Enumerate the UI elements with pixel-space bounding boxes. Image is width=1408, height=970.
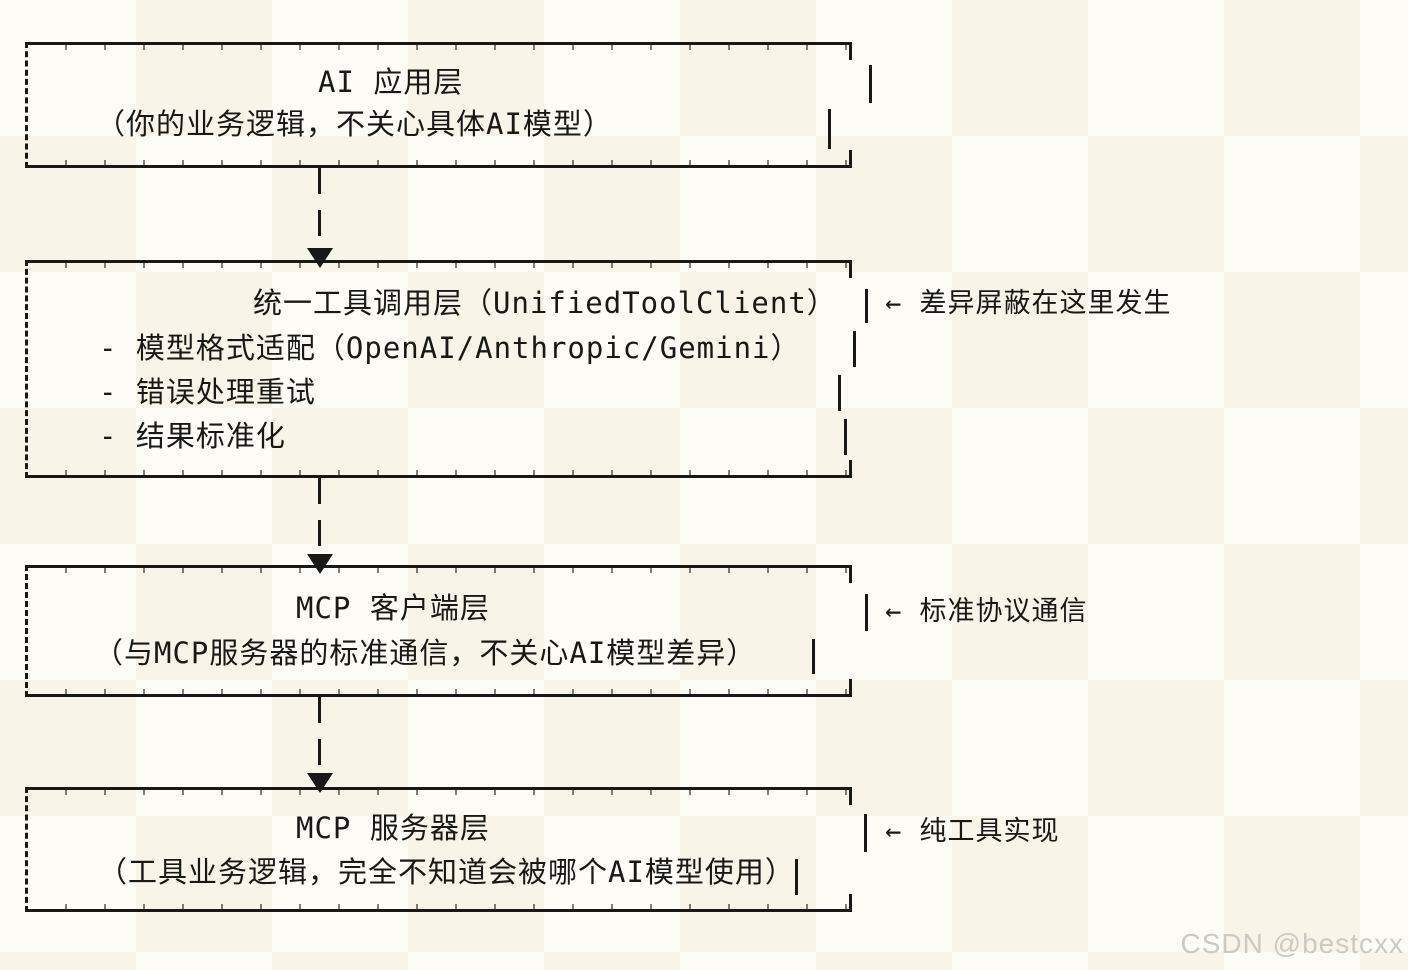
ascii-pipe xyxy=(864,814,867,852)
layer-box-mcp-server: MCP 服务器层 （工具业务逻辑，完全不知道会被哪个AI模型使用） xyxy=(25,787,867,912)
watermark: CSDN @bestcxx xyxy=(1180,928,1404,959)
layer-title: 统一工具调用层（UnifiedToolClient） xyxy=(253,286,837,320)
ascii-pipe xyxy=(865,289,868,323)
layer-box-unified-tool-client: 统一工具调用层（UnifiedToolClient） - 模型格式适配（Open… xyxy=(25,260,868,478)
side-note-pure-tool: ← 纯工具实现 xyxy=(885,816,1060,847)
layer-box-mcp-client: MCP 客户端层 （与MCP服务器的标准通信，不关心AI模型差异） xyxy=(25,565,868,697)
ascii-pipe xyxy=(844,419,847,455)
ascii-pipe xyxy=(812,639,815,674)
layer-description: （工具业务逻辑，完全不知道会被哪个AI模型使用） xyxy=(98,855,795,889)
ascii-pipe xyxy=(795,859,798,895)
layer-title: MCP 服务器层 xyxy=(296,811,490,845)
layer-bullet: - 错误处理重试 xyxy=(99,375,316,409)
layer-description: （与MCP服务器的标准通信，不关心AI模型差异） xyxy=(94,636,757,670)
corner-hook-icon xyxy=(849,790,852,805)
corner-hook-icon xyxy=(849,894,852,909)
layer-title: MCP 客户端层 xyxy=(296,591,490,625)
ascii-pipe xyxy=(865,594,868,631)
corner-hook-icon xyxy=(849,150,852,165)
layer-description: （你的业务逻辑，不关心具体AI模型） xyxy=(96,107,613,141)
corner-hook-icon xyxy=(849,45,852,60)
layer-title: AI 应用层 xyxy=(318,65,464,99)
layer-bullet: - 模型格式适配（OpenAI/Anthropic/Gemini） xyxy=(99,331,801,365)
corner-hook-icon xyxy=(849,460,852,475)
side-note-difference-shielding: ← 差异屏蔽在这里发生 xyxy=(885,288,1172,319)
corner-hook-icon xyxy=(849,263,852,278)
corner-hook-icon xyxy=(849,568,852,583)
corner-hook-icon xyxy=(849,679,852,694)
layer-bullet: - 结果标准化 xyxy=(99,419,286,453)
layer-box-ai-application: AI 应用层 （你的业务逻辑，不关心具体AI模型） xyxy=(25,42,872,168)
connector-line xyxy=(318,478,321,556)
ascii-pipe xyxy=(869,65,872,103)
ascii-pipe xyxy=(853,331,856,367)
side-note-standard-protocol: ← 标准协议通信 xyxy=(885,596,1088,627)
connector-line xyxy=(318,697,321,775)
ascii-pipe xyxy=(838,375,841,411)
ascii-pipe xyxy=(828,109,831,149)
connector-line xyxy=(318,168,321,248)
